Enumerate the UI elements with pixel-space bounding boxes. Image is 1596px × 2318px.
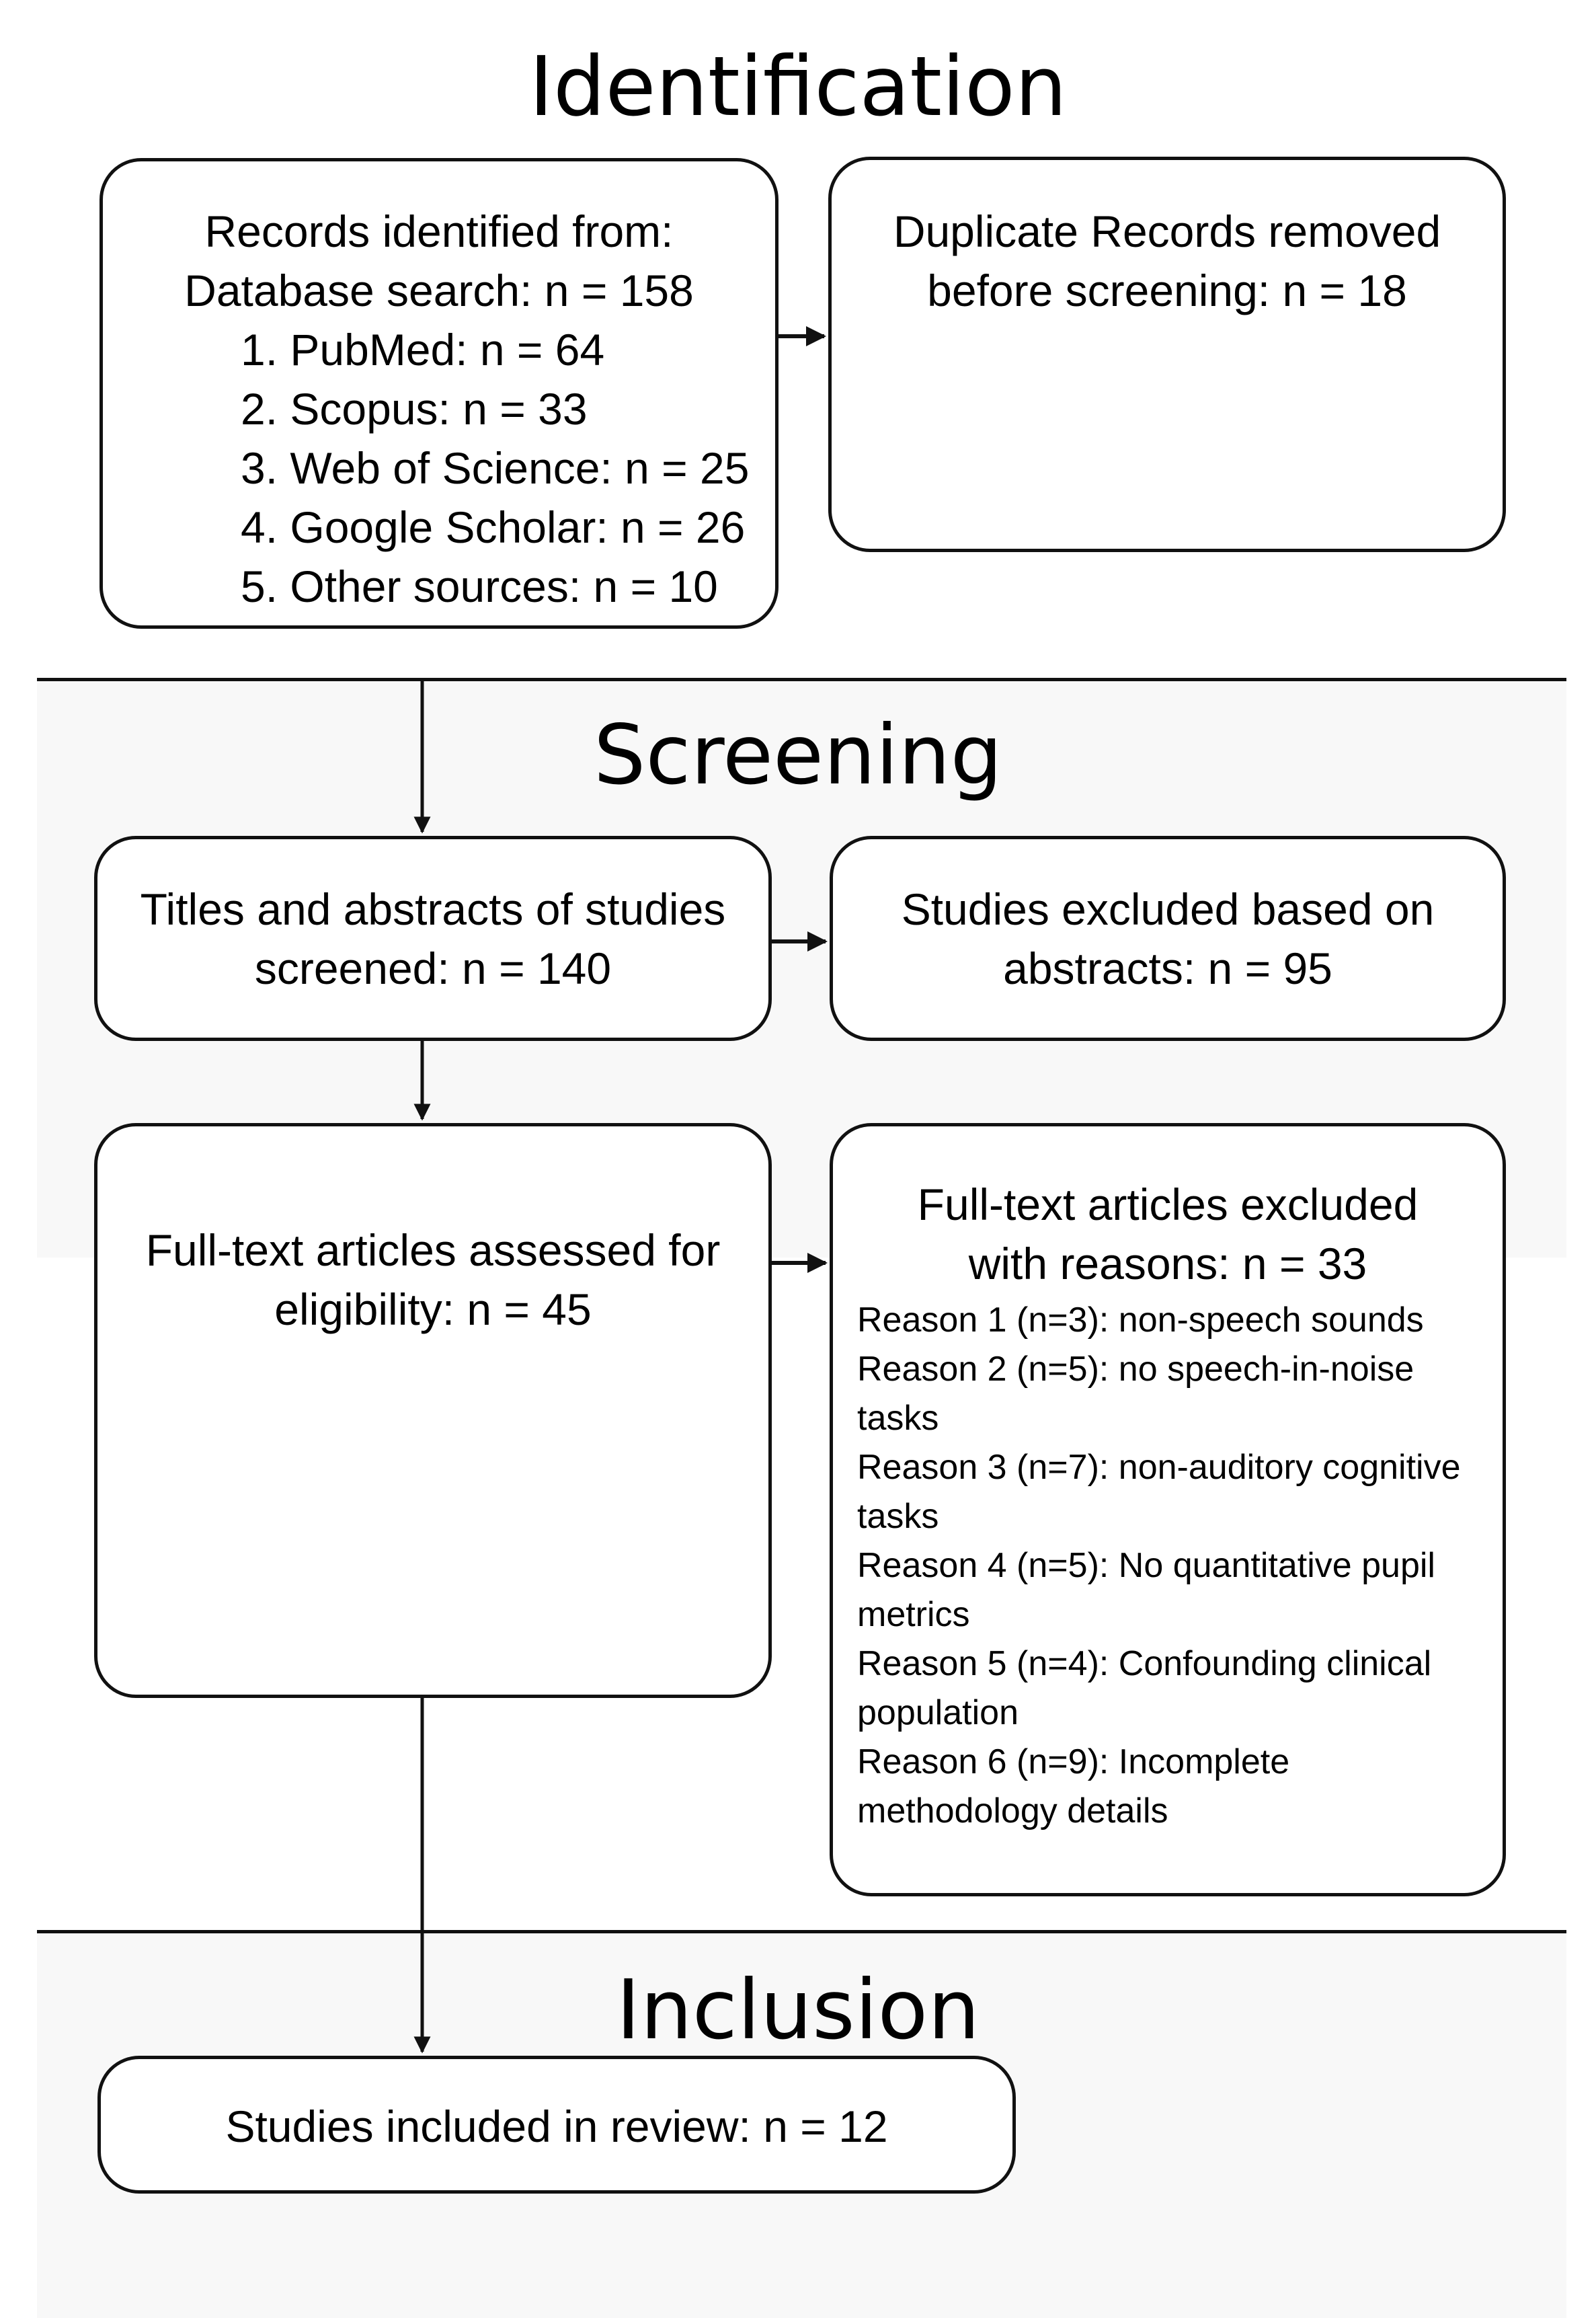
heading-screening: Screening: [593, 707, 1003, 803]
records-title: Records identified from:: [204, 206, 674, 256]
included-line-1: Studies included in review: n = 12: [225, 2101, 888, 2151]
records-source-item: 2. Scopus: n = 33: [241, 384, 588, 434]
fulltext-excluded-box: Full-text articles excluded with reasons…: [830, 1123, 1506, 1896]
fulltext-assessed-box: Full-text articles assessed for eligibil…: [94, 1123, 772, 1698]
exclusion-reason-line: Reason 2 (n=5): no speech-in-noise: [857, 1350, 1414, 1389]
records-source-item: 5. Other sources: n = 10: [241, 562, 718, 611]
records-identified-box: Records identified from: Database search…: [99, 158, 779, 629]
exclusion-reason-line: Reason 5 (n=4): Confounding clinical: [857, 1644, 1432, 1683]
exclusion-reason-line: metrics: [857, 1595, 970, 1634]
exclusion-reason-line: population: [857, 1693, 1019, 1732]
excluded-abstracts-line-1: Studies excluded based on: [901, 884, 1435, 934]
exclusion-reason-line: tasks: [857, 1497, 939, 1536]
heading-identification: Identification: [529, 39, 1067, 134]
exclusion-reason-line: methodology details: [857, 1791, 1168, 1830]
exclusion-reason-line: Reason 6 (n=9): Incomplete: [857, 1742, 1290, 1781]
fulltext-excluded-line-2: with reasons: n = 33: [968, 1239, 1367, 1288]
records-source-item: 1. PubMed: n = 64: [241, 325, 605, 375]
duplicates-removed-box: Duplicate Records removed before screeni…: [828, 157, 1506, 552]
records-source-item: 3. Web of Science: n = 25: [241, 443, 750, 493]
screened-line-2: screened: n = 140: [254, 943, 612, 993]
screened-box: Titles and abstracts of studies screened…: [94, 836, 772, 1041]
excluded-abstracts-line-2: abstracts: n = 95: [1003, 943, 1332, 993]
exclusion-reason-line: tasks: [857, 1399, 939, 1438]
fulltext-line-1: Full-text articles assessed for: [145, 1225, 721, 1275]
screened-line-1: Titles and abstracts of studies: [140, 884, 726, 934]
fulltext-line-2: eligibility: n = 45: [274, 1284, 592, 1334]
excluded-abstracts-box: Studies excluded based on abstracts: n =…: [830, 836, 1506, 1041]
divider-identification-screening: [37, 678, 1566, 681]
duplicates-line-2: before screening: n = 18: [927, 266, 1407, 315]
divider-screening-inclusion: [37, 1930, 1566, 1933]
records-database-total: Database search: n = 158: [184, 266, 694, 315]
duplicates-line-1: Duplicate Records removed: [893, 206, 1441, 256]
exclusion-reason-line: Reason 3 (n=7): non-auditory cognitive: [857, 1448, 1461, 1487]
records-source-item: 4. Google Scholar: n = 26: [241, 502, 746, 552]
fulltext-excluded-line-1: Full-text articles excluded: [917, 1180, 1419, 1229]
exclusion-reason-line: Reason 4 (n=5): No quantitative pupil: [857, 1546, 1435, 1585]
included-box: Studies included in review: n = 12: [97, 2056, 1016, 2194]
exclusion-reason-line: Reason 1 (n=3): non-speech sounds: [857, 1301, 1424, 1340]
heading-inclusion: Inclusion: [616, 1962, 980, 2058]
